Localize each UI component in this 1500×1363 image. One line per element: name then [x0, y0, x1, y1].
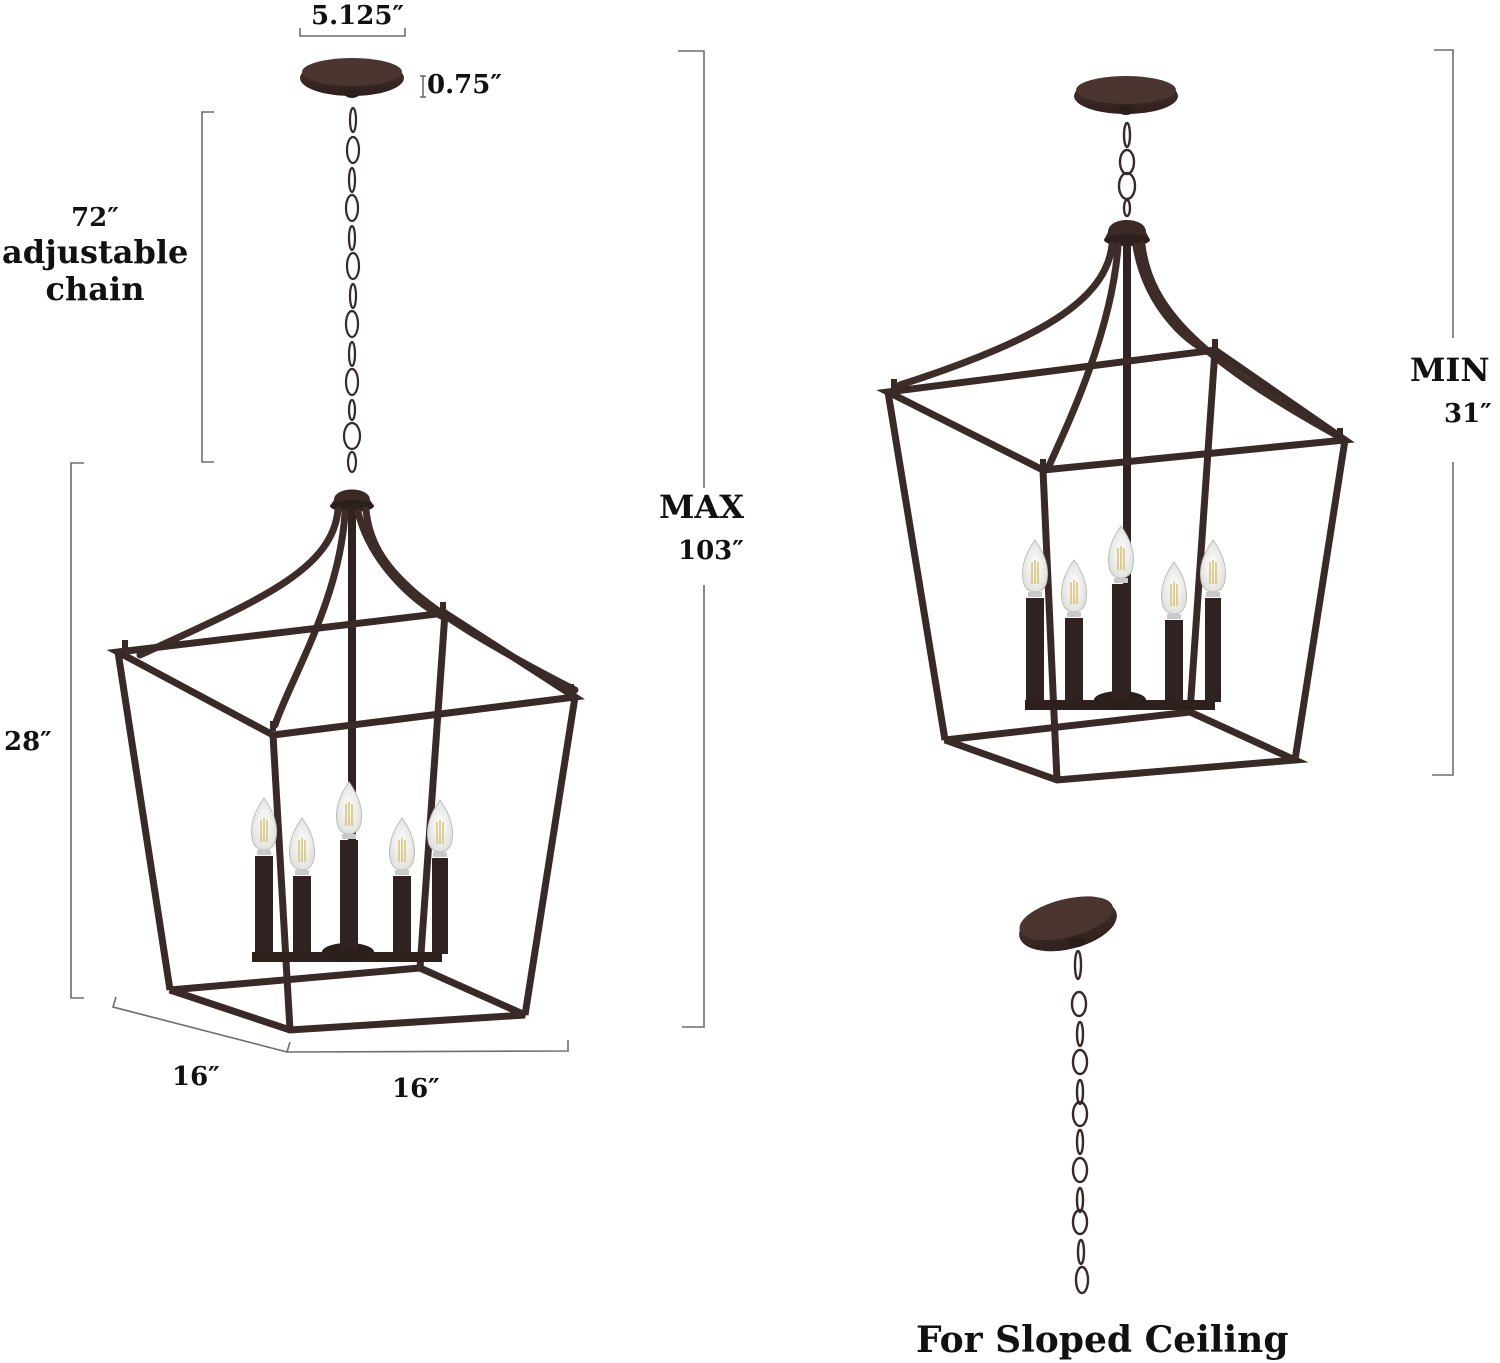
depth-label: 16″	[172, 1062, 220, 1092]
depth-line	[111, 996, 291, 1053]
max-label: MAX	[659, 488, 745, 526]
chain-length-value: 72″	[71, 203, 119, 233]
fixture-height-line	[70, 462, 84, 999]
canopy-width-line	[299, 28, 406, 37]
max-value: 103″	[678, 536, 744, 566]
fixture-height-label: 28″	[4, 727, 52, 757]
min-label: MIN	[1410, 351, 1490, 389]
chain-length-line	[201, 111, 214, 463]
width-line	[286, 1040, 569, 1053]
max-height-line-top	[678, 50, 705, 488]
bulb-icon	[288, 817, 316, 876]
right-fixture	[876, 76, 1355, 784]
bulb-icon	[1060, 559, 1088, 618]
max-height-line-bottom	[682, 585, 705, 1028]
chain-caption-line1: adjustable	[2, 232, 189, 271]
bulb-icon	[388, 817, 416, 876]
chain-length-label: 72″ adjustable chain	[2, 203, 189, 308]
dimension-lines	[70, 28, 1454, 1053]
sloped-ceiling-caption: For Sloped Ceiling	[916, 1319, 1289, 1361]
min-height-line-bottom	[1432, 462, 1454, 776]
min-height-line-top	[1434, 49, 1454, 338]
min-value: 31″	[1444, 399, 1492, 429]
bulb-icon	[1160, 561, 1188, 620]
width-label: 16″	[392, 1074, 440, 1104]
sloped-ceiling-canopy	[1019, 896, 1117, 1295]
canopy-height-label: 0.75″	[427, 70, 502, 100]
bulb-icon	[250, 797, 278, 856]
canopy-width-label: 5.125″	[311, 1, 405, 31]
bulb-icon	[335, 781, 363, 840]
left-fixture	[106, 58, 585, 1034]
chain-caption-line2: chain	[45, 269, 145, 308]
